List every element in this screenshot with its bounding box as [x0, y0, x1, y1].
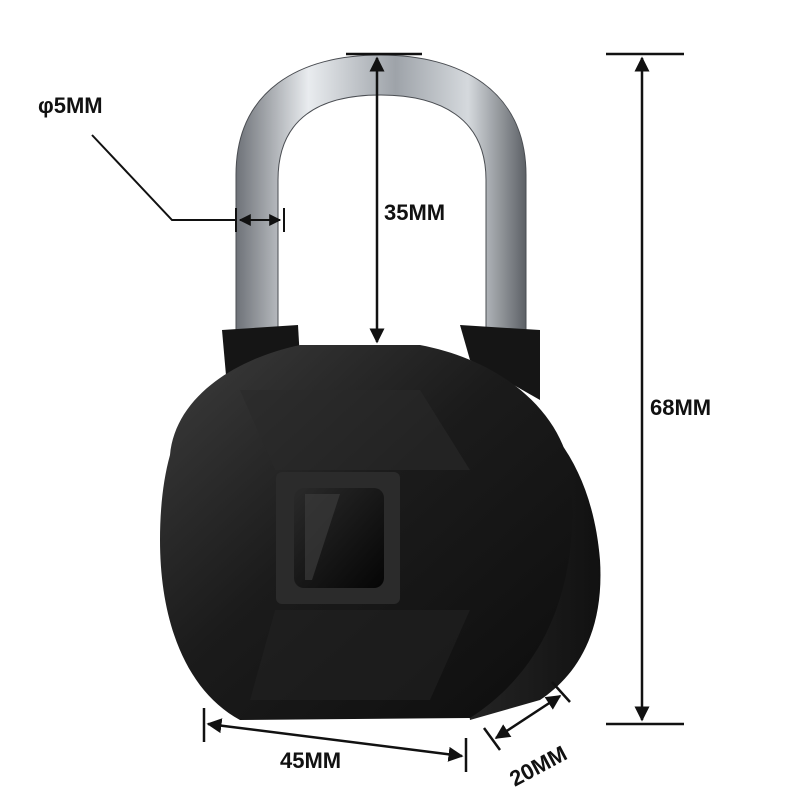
body-width-label: 45MM — [280, 748, 341, 773]
padlock-shackle — [235, 54, 527, 331]
shackle-collar-right — [460, 325, 540, 400]
total-height-label: 68MM — [650, 395, 711, 420]
body-depth-label: 20MM — [505, 741, 571, 792]
body-facet — [250, 610, 470, 700]
shackle-diameter-label: φ5MM — [38, 93, 103, 118]
shackle-height-label: 35MM — [384, 200, 445, 225]
body-facet — [240, 390, 470, 470]
sensor-reflection — [305, 494, 340, 580]
